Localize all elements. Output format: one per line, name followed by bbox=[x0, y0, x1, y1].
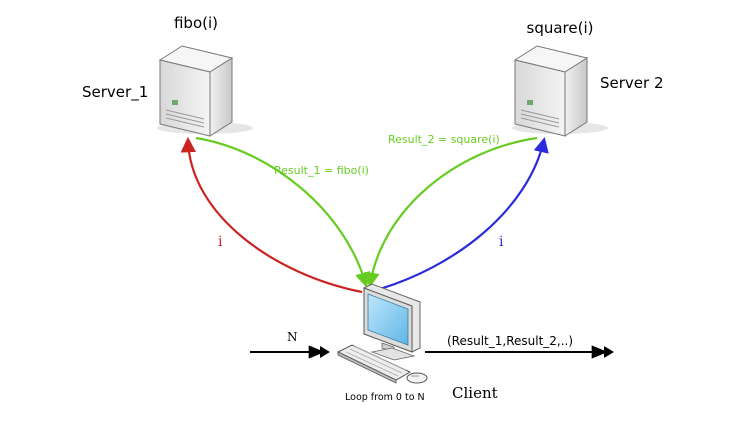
result-label-server-2: Result_2 = square(i) bbox=[388, 133, 500, 146]
request-arrow-to-server-1 bbox=[180, 136, 363, 294]
client-computer-icon bbox=[336, 283, 428, 384]
server-2-name-label: Server 2 bbox=[600, 74, 664, 92]
client-name-label: Client bbox=[452, 384, 498, 402]
server-1-name-label: Server_1 bbox=[82, 83, 148, 102]
result-arrow-from-server-2 bbox=[364, 136, 538, 289]
server-1-icon bbox=[157, 45, 253, 137]
server-2-function-label: square(i) bbox=[527, 19, 594, 37]
result-label-server-1: Result_1 = fibo(i) bbox=[274, 164, 369, 177]
loop-label: Loop from 0 to N bbox=[345, 392, 425, 403]
input-arrow-head-extra bbox=[320, 346, 330, 358]
output-arrow-head-extra bbox=[604, 346, 614, 358]
output-label: (Result_1,Result_2,..) bbox=[447, 334, 573, 348]
request-label-server-2: i bbox=[499, 234, 504, 250]
server-1-function-label: fibo(i) bbox=[174, 14, 218, 32]
server-2-icon bbox=[512, 45, 608, 137]
input-label: N bbox=[287, 330, 298, 344]
result-arrow-from-server-1 bbox=[195, 136, 371, 288]
request-arrow-to-server-2 bbox=[372, 136, 549, 293]
request-label-server-1: i bbox=[218, 234, 223, 250]
